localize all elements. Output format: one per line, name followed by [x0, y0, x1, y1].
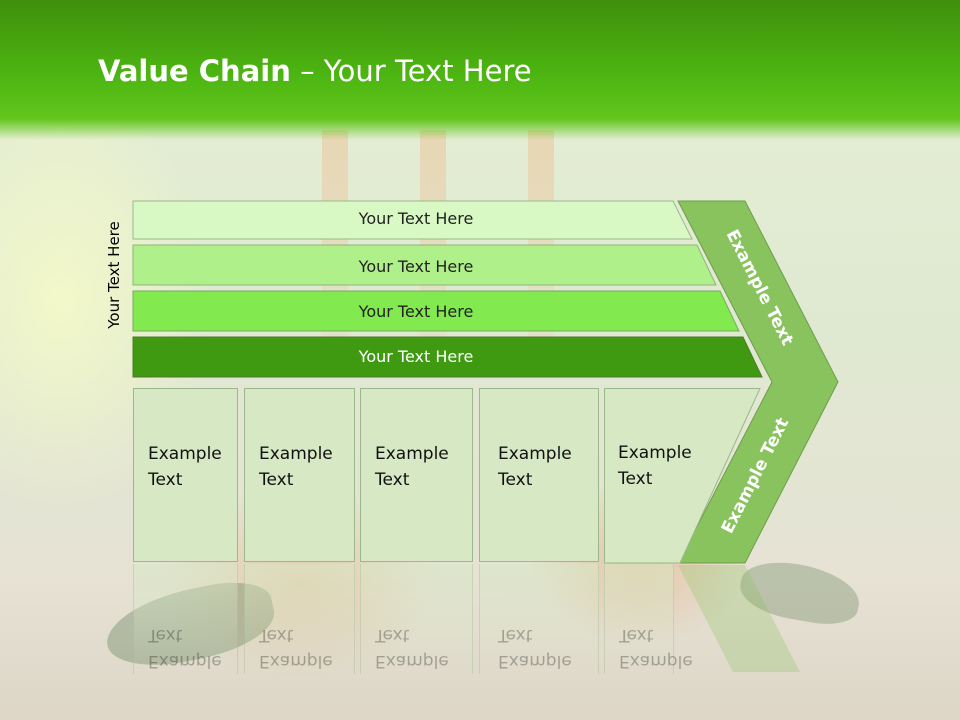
band-3-label: Your Text Here: [358, 302, 474, 321]
box-line1: Example: [148, 444, 222, 464]
box-line1: Example: [619, 651, 693, 671]
slide-title: Value Chain – Your Text Here: [98, 54, 532, 88]
band-2-label: Your Text Here: [358, 257, 474, 276]
activity-box-5: [604, 388, 761, 564]
box-line2: Text: [619, 625, 654, 645]
box-line1: Example: [498, 651, 572, 671]
box-line2: Text: [498, 470, 533, 490]
box-line1: Example: [259, 444, 333, 464]
reflection-text: Example Text: [619, 622, 709, 674]
box-line2: Text: [148, 625, 183, 645]
box-line1: Example: [148, 651, 222, 671]
chevron-arrow: [677, 200, 839, 564]
box-line2: Text: [259, 470, 294, 490]
band-1: [132, 200, 693, 240]
reflection-text: Example Text: [259, 622, 349, 674]
box-reflection: Example Text: [133, 564, 238, 674]
box-line1: Example: [259, 651, 333, 671]
box-line1: Example: [375, 651, 449, 671]
chevron-reflection: [678, 565, 800, 672]
box-line2: Text: [375, 625, 410, 645]
box-line1: Example: [375, 444, 449, 464]
title-bold: Value Chain: [98, 54, 291, 88]
box-line2: Text: [618, 469, 653, 489]
box-reflection: Example Text: [244, 564, 355, 674]
box-reflection: Example Text: [360, 564, 473, 674]
reflection-text: Example Text: [498, 622, 588, 674]
band-3: [132, 290, 740, 332]
reflection-text: Example Text: [375, 622, 465, 674]
box-reflection: Example Text: [604, 564, 693, 674]
header-bar: [0, 0, 960, 140]
band-4: [132, 336, 763, 378]
box-line2: Text: [259, 625, 294, 645]
title-rest: – Your Text Here: [290, 54, 532, 88]
reflection-text: Example Text: [148, 622, 238, 674]
box-line2: Text: [498, 625, 533, 645]
band-1-label: Your Text Here: [358, 209, 474, 228]
box-line1: Example: [498, 444, 572, 464]
box-reflection: Example Text: [479, 564, 599, 674]
box-line2: Text: [148, 470, 183, 490]
box-line1: Example: [618, 443, 692, 463]
band-2: [132, 244, 717, 286]
box-line2: Text: [375, 470, 410, 490]
band-4-label: Your Text Here: [358, 347, 474, 366]
